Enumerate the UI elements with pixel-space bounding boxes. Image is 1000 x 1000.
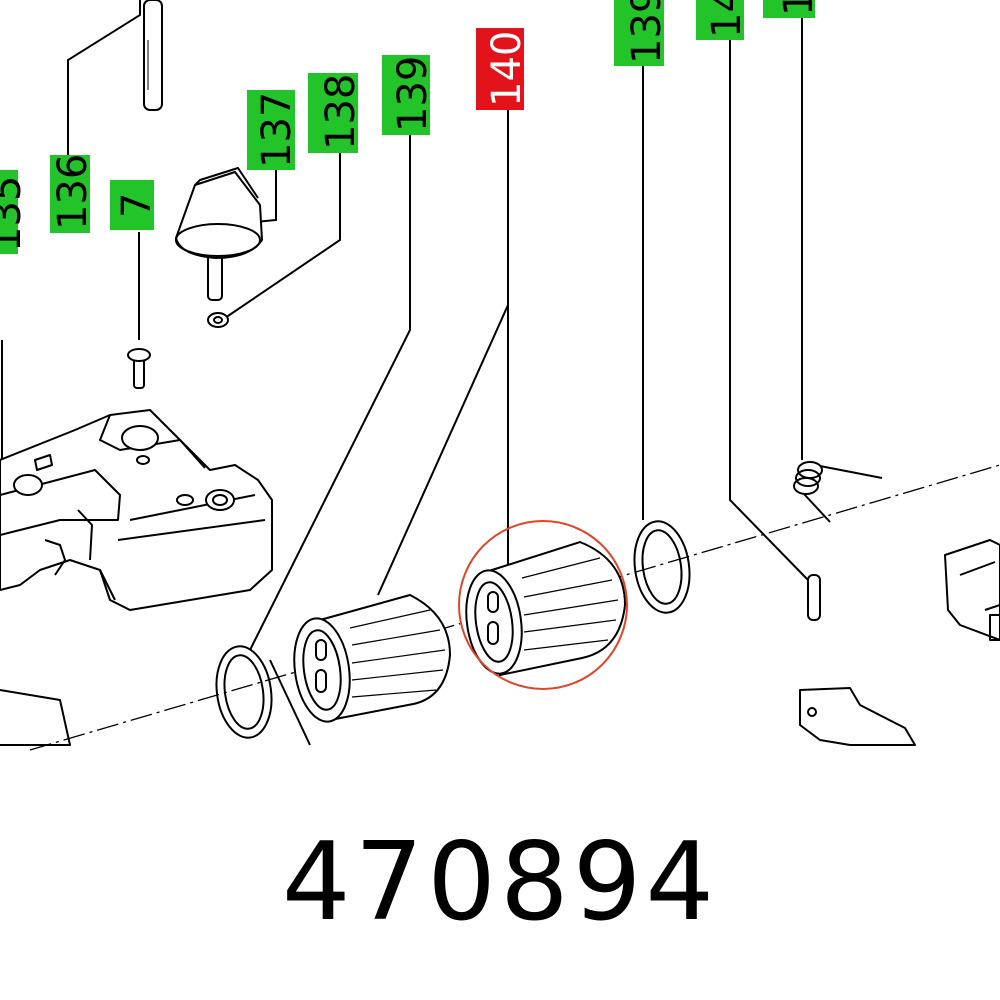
callout-140-label: 140: [484, 31, 530, 107]
leader-140: [377, 110, 509, 596]
seal-ring-139-right: [633, 520, 691, 614]
callout-135[interactable]: 135: [0, 170, 30, 254]
lever-part: [799, 687, 916, 746]
callout-139-left-label: 139: [390, 56, 436, 132]
callout-139-left[interactable]: 139: [382, 55, 436, 135]
callout-142-label: 142: [776, 0, 822, 16]
pin-136: [143, 0, 163, 111]
leader-138: [224, 152, 341, 319]
knob-137: [175, 167, 263, 301]
needle-bearing-left: [293, 593, 452, 723]
nut-138: [207, 312, 229, 328]
part-number: 470894: [281, 820, 719, 945]
callout-136-label: 136: [50, 154, 96, 230]
callout-7[interactable]: 7: [110, 180, 160, 230]
callout-138[interactable]: 138: [308, 73, 364, 153]
housing-part: [0, 409, 311, 746]
callout-135-label: 135: [0, 176, 30, 252]
leader-141: [729, 40, 809, 581]
leader-136: [67, 0, 141, 155]
leader-lines: [1, 0, 809, 651]
screw-7: [127, 348, 151, 389]
seal-ring-139-left: [215, 645, 273, 739]
callout-138-label: 138: [318, 74, 364, 150]
callout-140[interactable]: 140: [476, 28, 530, 110]
leader-137: [254, 170, 277, 223]
callout-139-right[interactable]: 139: [614, 0, 670, 66]
highlight-ring: [458, 520, 628, 690]
needle-bearing-140: [465, 540, 627, 677]
bracket-part-right: [944, 539, 1000, 641]
callout-137-label: 137: [254, 92, 300, 168]
callout-141[interactable]: 141: [696, 0, 750, 40]
callout-139-right-label: 139: [624, 0, 670, 64]
callout-137[interactable]: 137: [247, 90, 300, 170]
pin-141: [807, 574, 821, 621]
leader-139a: [249, 134, 411, 651]
callout-142[interactable]: 142: [763, 0, 822, 18]
spring-142: [793, 461, 883, 523]
callout-141-label: 141: [704, 0, 750, 38]
callout-7-label: 7: [114, 193, 160, 218]
callout-136[interactable]: 136: [50, 154, 96, 233]
